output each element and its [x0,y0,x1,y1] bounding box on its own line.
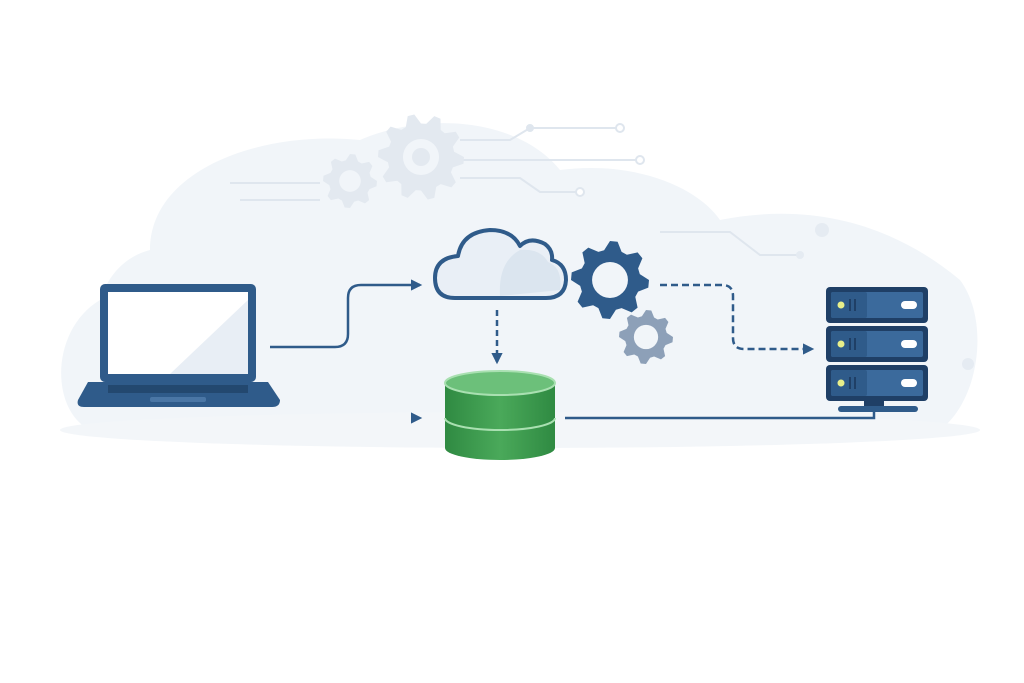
server-led-icon [838,380,845,387]
server-unit [826,326,928,362]
server-led-icon [838,302,845,309]
server-unit [826,365,928,401]
database-icon [445,371,555,460]
server-rack-icon [826,287,928,412]
server-unit [826,287,928,323]
laptop-icon [78,284,280,407]
background-gear-hub [412,148,430,166]
server-led-icon [838,341,845,348]
